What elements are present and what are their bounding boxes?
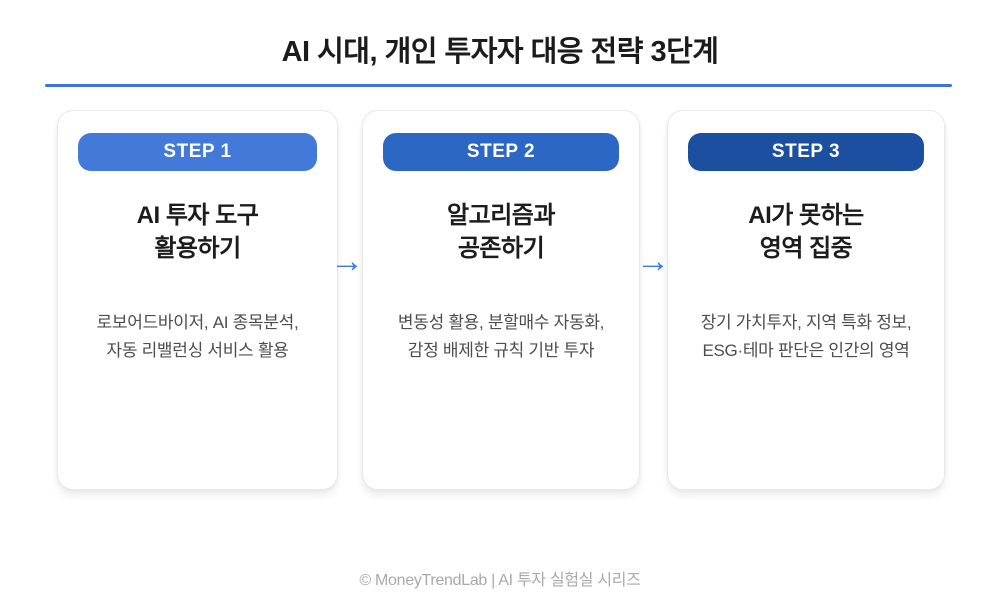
step1-desc-line2: 자동 리밸런싱 서비스 활용 [106, 341, 289, 360]
step3-title-line2: 영역 집중 [759, 235, 853, 262]
step3-badge: STEP 3 [688, 133, 924, 171]
step2-desc-line2: 감정 배제한 규칙 기반 투자 [407, 341, 595, 360]
step2-title-line2: 공존하기 [457, 235, 545, 262]
step3-desc-line1: 장기 가치투자, 지역 특화 정보, [700, 313, 912, 332]
step1-description: 로보어드바이저, AI 종목분석, 자동 리밸런싱 서비스 활용 [66, 309, 329, 365]
page-title: AI 시대, 개인 투자자 대응 전략 3단계 [281, 36, 719, 68]
step1-title-line2: 활용하기 [154, 235, 241, 262]
title-underline [45, 84, 952, 87]
footer-credit: © MoneyTrendLab | AI 투자 실험실 시리즈 [359, 572, 641, 589]
step2-description: 변동성 활용, 분할매수 자동화, 감정 배제한 규칙 기반 투자 [371, 309, 631, 365]
step3-title-line1: AI가 못하는 [748, 202, 864, 229]
step2-title-line1: 알고리즘과 [447, 202, 555, 229]
step3-desc-line2: ESG·테마 판단은 인간의 영역 [702, 341, 910, 360]
arrow-right-icon: → [636, 242, 670, 280]
step2-badge: STEP 2 [383, 133, 619, 171]
arrow-right-icon: → [330, 242, 364, 280]
step1-desc-line1: 로보어드바이저, AI 종목분석, [96, 313, 299, 332]
step1-badge: STEP 1 [78, 133, 317, 171]
step2-desc-line1: 변동성 활용, 분할매수 자동화, [397, 313, 605, 332]
step1-title-line1: AI 투자 도구 [136, 202, 259, 229]
step3-description: 장기 가치투자, 지역 특화 정보, ESG·테마 판단은 인간의 영역 [676, 309, 936, 365]
